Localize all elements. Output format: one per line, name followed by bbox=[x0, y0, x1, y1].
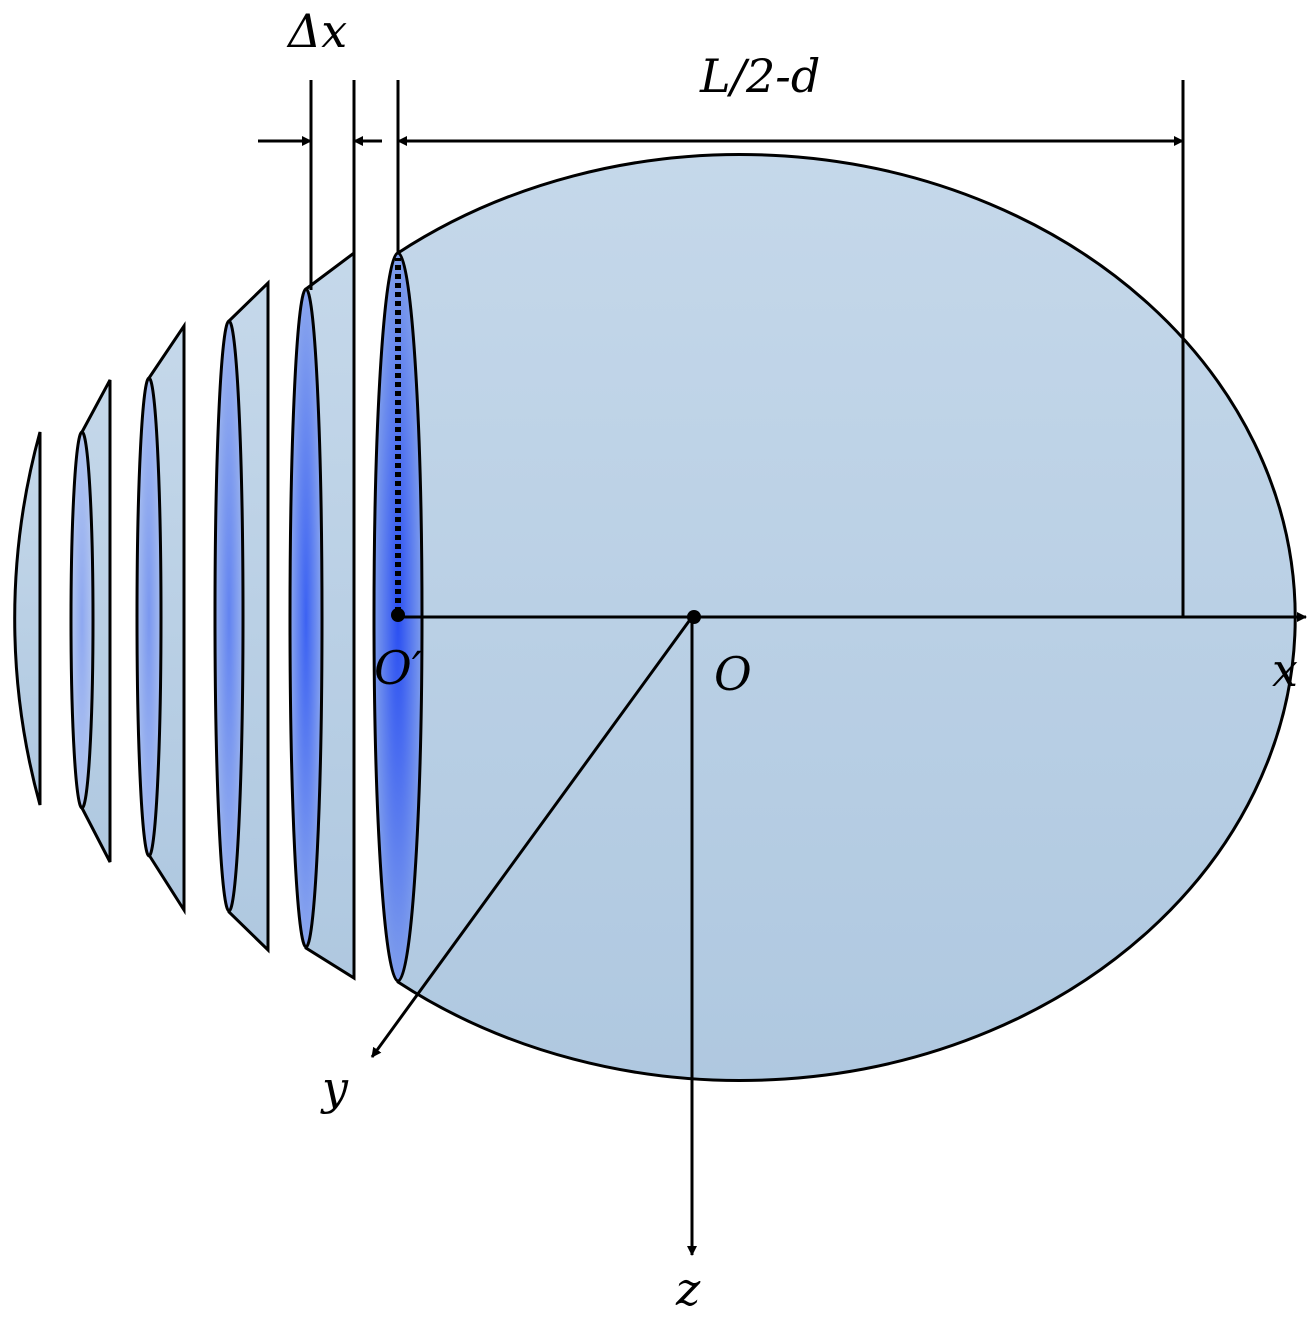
slab-slice-4 bbox=[288, 250, 356, 981]
slab-slice-2 bbox=[135, 321, 186, 916]
origin-label: O bbox=[714, 647, 752, 701]
x-axis-label: x bbox=[1272, 643, 1298, 697]
origin-prime-label: O′ bbox=[374, 641, 423, 695]
slab-slice-1 bbox=[69, 379, 112, 863]
delta-x-label: Δx bbox=[286, 4, 347, 58]
y-axis bbox=[370, 616, 694, 1058]
y-axis-label: y bbox=[320, 1061, 349, 1115]
z-axis-label: z bbox=[675, 1262, 701, 1316]
origin-prime-point bbox=[391, 608, 405, 622]
left-cap bbox=[13, 431, 42, 806]
half-length-label: L/2-d bbox=[699, 49, 820, 103]
slab-slice-3 bbox=[213, 279, 270, 954]
origin-point bbox=[687, 610, 701, 624]
